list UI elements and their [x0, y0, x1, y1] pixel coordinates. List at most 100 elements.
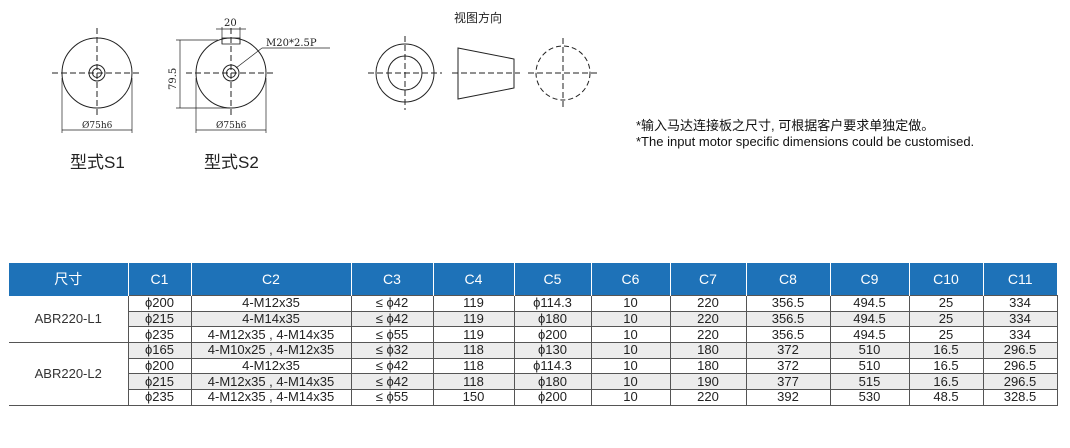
column-header: C5 — [513, 263, 591, 296]
table-cell: ϕ200 — [127, 357, 192, 375]
table-cell: ≤ ϕ42 — [350, 373, 434, 391]
s2-width-dim: 20 — [224, 18, 237, 29]
table-cell: 4-M12x35 , 4-M14x35 — [190, 373, 352, 391]
table-cell: 372 — [745, 342, 831, 359]
table-cell: 220 — [669, 295, 747, 312]
table-cell: ϕ165 — [127, 342, 192, 359]
s2-diameter-dim: Ø75h6 — [216, 120, 247, 131]
table-cell: 220 — [669, 326, 747, 344]
table-cell: 4-M10x25 , 4-M12x35 — [190, 342, 352, 359]
column-header: C9 — [829, 263, 909, 296]
table-cell: 118 — [432, 373, 515, 391]
column-header: C6 — [590, 263, 670, 296]
table-cell: ϕ200 — [513, 389, 592, 406]
model-cell: ABR220-L1 — [9, 295, 128, 344]
table-cell: 10 — [590, 373, 671, 391]
table-cell: 494.5 — [829, 326, 910, 344]
column-header: C1 — [127, 263, 191, 296]
model-cell: ABR220-L2 — [9, 342, 128, 406]
note-chinese: *输入马达连接板之尺寸, 可根据客户要求单独定做。 — [636, 118, 935, 133]
table-cell: 510 — [829, 342, 910, 359]
table-cell: 180 — [669, 342, 747, 359]
s2-shaft-drawing — [176, 27, 330, 133]
table-cell: 119 — [432, 295, 515, 312]
column-header: C4 — [432, 263, 514, 296]
type-s1-label: 型式S1 — [70, 153, 125, 172]
table-cell: 4-M12x35 , 4-M14x35 — [190, 389, 352, 406]
table-cell: 16.5 — [908, 342, 984, 359]
table-cell: ϕ200 — [127, 295, 192, 312]
table-cell: 4-M14x35 — [190, 310, 352, 328]
table-cell: 4-M12x35 , 4-M14x35 — [190, 326, 352, 344]
table-cell: 334 — [982, 295, 1058, 312]
table-cell: 25 — [908, 310, 984, 328]
table-cell: ≤ ϕ42 — [350, 310, 434, 328]
table-cell: ϕ114.3 — [513, 357, 592, 375]
table-cell: 377 — [745, 373, 831, 391]
table-cell: 10 — [590, 295, 671, 312]
technical-drawings: Ø75h6 20 79.5 M20*2.5P Ø75h6 — [52, 18, 598, 133]
table-cell: ≤ ϕ42 — [350, 357, 434, 375]
table-cell: 180 — [669, 357, 747, 375]
column-header: C2 — [190, 263, 351, 296]
table-cell: 220 — [669, 310, 747, 328]
column-header: C11 — [982, 263, 1057, 296]
table-cell: 10 — [590, 342, 671, 359]
table-cell: ϕ180 — [513, 310, 592, 328]
table-cell: 10 — [590, 326, 671, 344]
table-cell: 25 — [908, 326, 984, 344]
table-cell: 372 — [745, 357, 831, 375]
table-cell: 515 — [829, 373, 910, 391]
table-cell: 4-M12x35 — [190, 295, 352, 312]
table-cell: ϕ180 — [513, 373, 592, 391]
table-cell: 10 — [590, 389, 671, 406]
table-cell: ≤ ϕ32 — [350, 342, 434, 359]
table-cell: 4-M12x35 — [190, 357, 352, 375]
table-cell: ≤ ϕ42 — [350, 295, 434, 312]
table-cell: 118 — [432, 342, 515, 359]
s2-height-dim: 79.5 — [168, 68, 179, 90]
type-s2-label: 型式S2 — [204, 153, 259, 172]
table-cell: 296.5 — [982, 373, 1058, 391]
table-cell: ϕ235 — [127, 389, 192, 406]
table-cell: 356.5 — [745, 310, 831, 328]
table-cell: 16.5 — [908, 357, 984, 375]
s1-shaft-drawing — [52, 28, 142, 133]
table-cell: 10 — [590, 310, 671, 328]
table-cell: 334 — [982, 326, 1058, 344]
table-cell: 356.5 — [745, 326, 831, 344]
table-cell: ϕ235 — [127, 326, 192, 344]
table-cell: ϕ130 — [513, 342, 592, 359]
s2-thread-dim: M20*2.5P — [266, 38, 317, 49]
table-cell: 392 — [745, 389, 831, 406]
view-direction-label: 视图方向 — [454, 11, 503, 25]
table-cell: 494.5 — [829, 295, 910, 312]
table-cell: ϕ215 — [127, 373, 192, 391]
s1-diameter-dim: Ø75h6 — [82, 120, 113, 131]
table-cell: 530 — [829, 389, 910, 406]
table-cell: 119 — [432, 310, 515, 328]
column-header: C10 — [908, 263, 983, 296]
table-cell: ≤ ϕ55 — [350, 389, 434, 406]
table-cell: 150 — [432, 389, 515, 406]
table-cell: 328.5 — [982, 389, 1058, 406]
table-cell: ϕ215 — [127, 310, 192, 328]
table-cell: 16.5 — [908, 373, 984, 391]
table-cell: 296.5 — [982, 357, 1058, 375]
table-cell: 296.5 — [982, 342, 1058, 359]
table-cell: 190 — [669, 373, 747, 391]
view-direction-drawings — [368, 36, 598, 110]
table-cell: 118 — [432, 357, 515, 375]
table-cell: 25 — [908, 295, 984, 312]
table-cell: 356.5 — [745, 295, 831, 312]
table-cell: 334 — [982, 310, 1058, 328]
column-header: C3 — [350, 263, 433, 296]
table-cell: 10 — [590, 357, 671, 375]
